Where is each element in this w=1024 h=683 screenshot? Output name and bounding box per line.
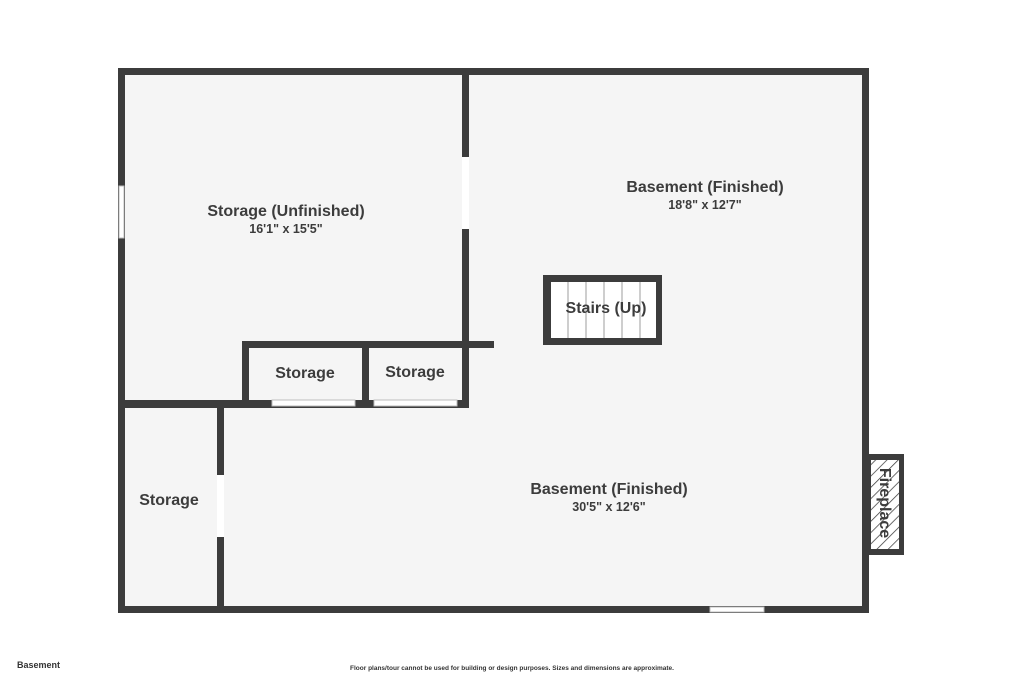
floor-label: Basement <box>17 660 61 670</box>
room-name-basement-upper: Basement (Finished) <box>626 179 783 196</box>
room-name-stairs: Stairs (Up) <box>566 300 647 317</box>
window-bottom <box>709 606 765 613</box>
doorway-storage-2 <box>373 399 458 407</box>
room-name-basement-lower: Basement (Finished) <box>530 481 687 498</box>
room-name-storage-left: Storage <box>139 492 199 509</box>
doorway-storage-1 <box>271 399 356 407</box>
outer-walls <box>118 68 869 613</box>
room-dimensions-basement-lower: 30'5" x 12'6" <box>572 500 645 514</box>
room-name-storage-unfinished: Storage (Unfinished) <box>207 203 364 220</box>
room-name-storage-small-1: Storage <box>275 365 335 382</box>
doorway-storage-unfinished <box>462 157 469 229</box>
doorway-storage-left <box>217 475 224 537</box>
window-left <box>118 185 125 239</box>
room-name-fireplace: Fireplace <box>876 468 893 538</box>
room-dimensions-storage-unfinished: 16'1" x 15'5" <box>249 222 322 236</box>
room-dimensions-basement-upper: 18'8" x 12'7" <box>668 198 741 212</box>
openings <box>118 157 765 613</box>
disclaimer-text: Floor plans/tour cannot be used for buil… <box>350 665 674 672</box>
stairs <box>543 275 662 345</box>
fireplace <box>866 454 904 555</box>
room-name-storage-small-2: Storage <box>385 364 445 381</box>
